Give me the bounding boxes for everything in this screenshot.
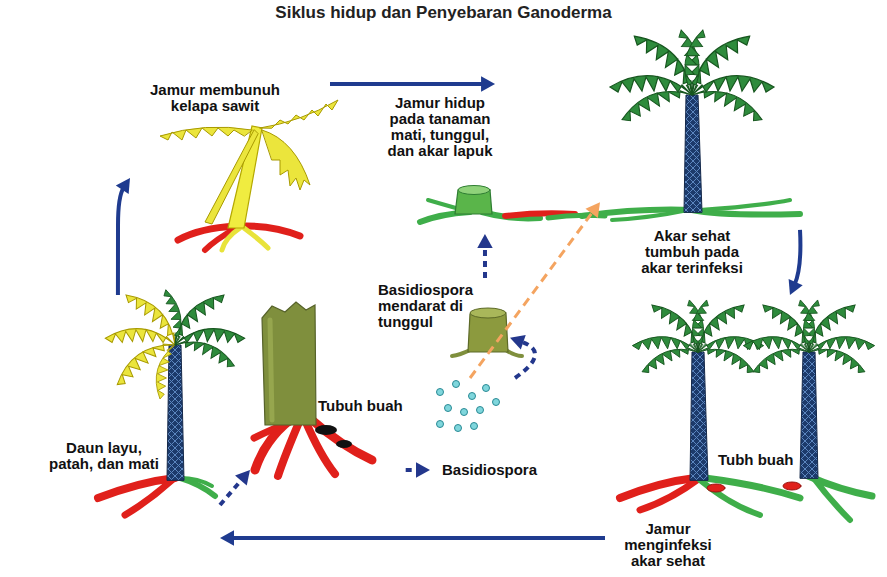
stump [262,302,316,425]
spore [437,389,444,396]
root [700,200,790,210]
stage-node: Tubuh buah [250,362,406,480]
spore [453,381,460,388]
trunk [167,345,184,480]
arrow-head [220,530,234,545]
fruit-body [783,482,801,490]
arrow-head [116,178,130,194]
stump-with-fruit-body [254,302,372,476]
fruit-body [336,440,352,448]
stage-node: Basidiospora mendarat di tunggul [375,278,510,360]
stage-node: Daun layu, patah, dan mati [40,295,220,545]
root [180,478,215,496]
arrow-line [220,478,243,505]
spore [477,407,484,414]
crown [105,288,244,400]
arrow-line [118,187,124,295]
infected-root [640,480,697,510]
arrow-line [470,211,593,378]
fruit-body [707,484,725,492]
cycle-arrow [330,76,495,91]
arrow-head [585,202,600,218]
stage-label: Tubh buah [718,452,794,468]
stump-top [470,308,506,318]
arrow-line [231,536,605,540]
spores [437,381,500,432]
dashed-arrow [477,234,492,278]
stage-label: Akar sehat tumbuh pada akar terinfeksi [632,228,752,276]
cycle-arrow [789,230,803,295]
stage-label: Jamur hidup pada tanaman mati, tunggul, … [380,95,500,159]
stage-label: Jamur membunuh kelapa sawit [145,82,285,114]
rotten-stump [420,186,605,223]
arrow-line [330,82,484,86]
crown [632,298,763,377]
crown [743,298,874,377]
infected-root [125,480,172,515]
small-stump [452,308,522,356]
dead-frond [260,100,338,128]
stage-node: Akar sehat tumbuh pada akar terinfeksi [600,30,800,285]
stump-shade [270,320,272,420]
dead-frond [262,130,310,190]
dead-root [244,228,268,248]
trunk [684,95,702,212]
arrow-line [795,230,801,285]
arrow-head [510,335,526,350]
stage-label: Tubuh buah [318,398,403,414]
dashed-arrow [470,202,600,378]
broken-frond [205,130,258,224]
root [180,478,212,486]
stump-top [458,186,490,195]
root [812,476,850,520]
spore [471,423,478,430]
arrow-head [235,470,250,486]
arrow-head [477,234,492,248]
stage-label: Basidiospora mendarat di tunggul [378,282,482,330]
stage-label: Basidiospora [442,462,537,478]
arrow-line [483,245,487,278]
spore [469,393,476,400]
root [612,210,688,220]
trunk [800,352,818,478]
stage-node: Tubh buahJamur menginfeksi akar sehat [605,295,877,573]
stage-node: Jamur hidup pada tanaman mati, tunggul, … [372,84,597,234]
crown [610,28,774,127]
dashed-arrow [220,470,250,505]
trunk [690,352,708,480]
dashed-arrow [510,335,535,378]
infected-root [312,420,372,460]
spore [445,405,452,412]
stump-root [452,350,470,356]
wilting-palm [98,288,245,515]
arrow-head [481,76,495,91]
diagram-title: Siklus hidup dan Penyebaran Ganoderma [0,3,887,23]
arrow-head [416,462,430,477]
infected-palms [620,298,875,520]
stage-node: Jamur membunuh kelapa sawit [130,70,330,250]
spore [493,399,500,406]
spore [437,421,444,428]
spore [461,409,468,416]
fruit-body [315,425,337,435]
dead-palm [160,100,338,250]
stage-node: Basidiospora [430,378,560,483]
infected-root [278,420,300,476]
cycle-arrow [116,178,130,295]
arrow-line [515,341,535,378]
stage-label: Daun layu, patah, dan mati [45,440,163,472]
spore [455,425,462,432]
stage-label: Jamur menginfeksi akar sehat [613,521,723,569]
dead-root [222,228,240,250]
cycle-arrow [220,530,605,545]
spore [483,385,490,392]
dead-frond [160,127,252,140]
healthy-palm [582,28,800,220]
dashed-arrow [406,462,430,477]
arrow-head [789,279,803,295]
root [700,480,760,515]
